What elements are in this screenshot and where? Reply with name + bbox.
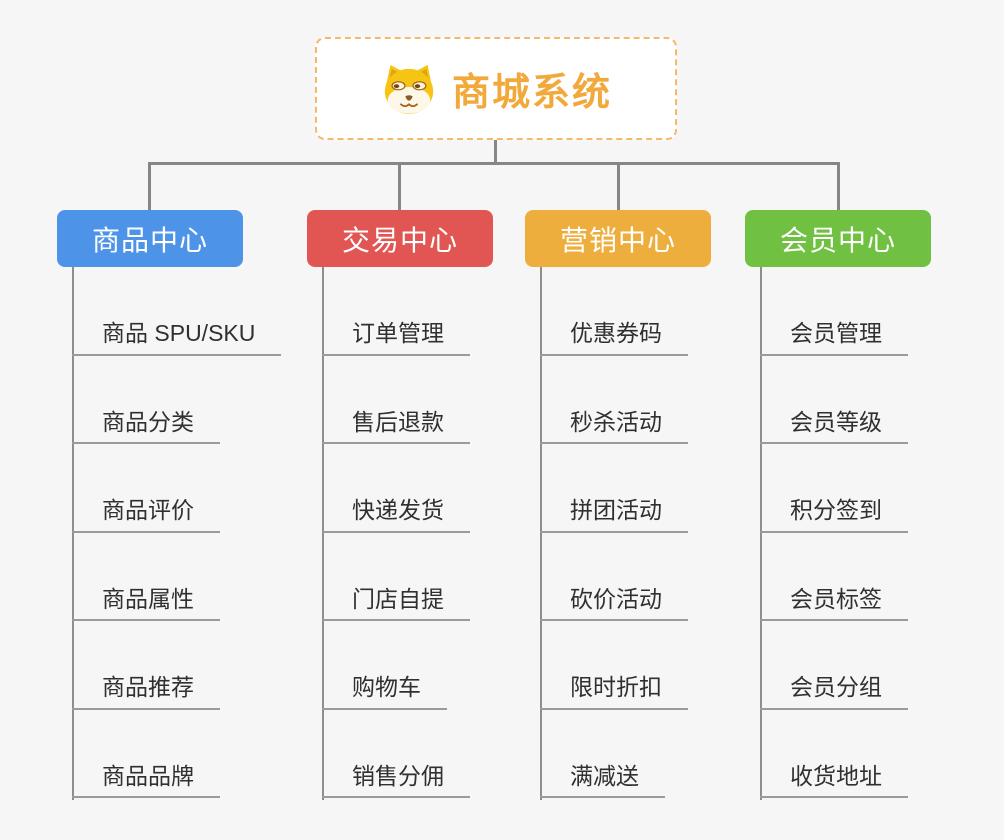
topic-item-label[interactable]: 砍价活动 bbox=[540, 586, 688, 621]
topic-item-label[interactable]: 商品属性 bbox=[72, 586, 220, 621]
topic-item: 积分签到 bbox=[760, 444, 908, 533]
topic-item: 门店自提 bbox=[322, 533, 470, 621]
column-stem bbox=[72, 267, 74, 800]
topic-item-label[interactable]: 售后退款 bbox=[322, 409, 470, 444]
topic-item-label[interactable]: 会员标签 bbox=[760, 586, 908, 621]
connector-drop bbox=[617, 162, 620, 211]
topic-item-label[interactable]: 商品推荐 bbox=[72, 674, 220, 710]
topic-item: 销售分佣 bbox=[322, 710, 470, 798]
dog-face-icon bbox=[384, 64, 434, 114]
root-topic-title: 商城系统 bbox=[451, 72, 612, 114]
topic-item-label[interactable]: 限时折扣 bbox=[540, 674, 688, 710]
root-topic-node[interactable]: 商城系统 bbox=[315, 37, 677, 140]
topic-item-label[interactable]: 会员管理 bbox=[760, 320, 908, 356]
topic-item-label[interactable]: 商品分类 bbox=[72, 409, 220, 444]
topic-item-label[interactable]: 门店自提 bbox=[322, 586, 470, 621]
topic-item-label[interactable]: 收货地址 bbox=[760, 763, 908, 798]
topic-item-label[interactable]: 商品评价 bbox=[72, 497, 220, 533]
topic-item: 商品分类 bbox=[72, 356, 281, 444]
topic-item-label[interactable]: 拼团活动 bbox=[540, 497, 688, 533]
topic-item: 收货地址 bbox=[760, 710, 908, 798]
topic-item: 购物车 bbox=[322, 621, 470, 710]
topic-item: 满减送 bbox=[540, 710, 688, 798]
connector-drop bbox=[837, 162, 840, 211]
column-stem bbox=[760, 267, 762, 800]
topic-item: 优惠券码 bbox=[540, 267, 688, 356]
topic-item-label[interactable]: 秒杀活动 bbox=[540, 409, 688, 444]
column-stem bbox=[322, 267, 324, 800]
branch-items-member-center: 会员管理 会员等级 积分签到 会员标签 会员分组 收货地址 bbox=[760, 267, 908, 798]
topic-item: 商品品牌 bbox=[72, 710, 281, 798]
topic-item-label[interactable]: 会员分组 bbox=[760, 674, 908, 710]
connector-drop bbox=[148, 162, 151, 211]
topic-item-label[interactable]: 商品品牌 bbox=[72, 763, 220, 798]
topic-item: 砍价活动 bbox=[540, 533, 688, 621]
branch-node-marketing-center[interactable]: 营销中心 bbox=[525, 210, 711, 267]
topic-item-label[interactable]: 会员等级 bbox=[760, 409, 908, 444]
branch-items-marketing-center: 优惠券码 秒杀活动 拼团活动 砍价活动 限时折扣 满减送 bbox=[540, 267, 688, 798]
connector-root-stem bbox=[494, 140, 497, 163]
topic-item: 会员等级 bbox=[760, 356, 908, 444]
branch-items-product-center: 商品 SPU/SKU 商品分类 商品评价 商品属性 商品推荐 商品品牌 bbox=[72, 267, 282, 798]
topic-item-label[interactable]: 购物车 bbox=[322, 674, 447, 710]
topic-item-label[interactable]: 订单管理 bbox=[322, 320, 470, 356]
topic-item: 限时折扣 bbox=[540, 621, 688, 710]
topic-item: 商品 SPU/SKU bbox=[72, 267, 282, 356]
topic-item-label[interactable]: 快递发货 bbox=[322, 497, 470, 533]
branch-node-trade-center[interactable]: 交易中心 bbox=[307, 210, 493, 267]
topic-item-label[interactable]: 积分签到 bbox=[760, 497, 908, 533]
connector-horizontal bbox=[148, 162, 840, 165]
topic-item-label[interactable]: 满减送 bbox=[540, 763, 665, 798]
topic-item: 售后退款 bbox=[322, 356, 470, 444]
connector-drop bbox=[398, 162, 401, 211]
topic-item-label[interactable]: 优惠券码 bbox=[540, 320, 688, 356]
column-stem bbox=[540, 267, 542, 800]
topic-item-label[interactable]: 商品 SPU/SKU bbox=[72, 320, 282, 356]
branch-items-trade-center: 订单管理 售后退款 快递发货 门店自提 购物车 销售分佣 bbox=[322, 267, 470, 798]
topic-item: 快递发货 bbox=[322, 444, 470, 533]
topic-item-label[interactable]: 销售分佣 bbox=[322, 763, 470, 798]
branch-node-member-center[interactable]: 会员中心 bbox=[745, 210, 931, 267]
topic-item: 商品推荐 bbox=[72, 621, 281, 710]
topic-item: 会员管理 bbox=[760, 267, 908, 356]
topic-item: 会员标签 bbox=[760, 533, 908, 621]
branch-node-product-center[interactable]: 商品中心 bbox=[57, 210, 243, 267]
topic-item: 秒杀活动 bbox=[540, 356, 688, 444]
topic-item: 商品属性 bbox=[72, 533, 281, 621]
topic-item: 会员分组 bbox=[760, 621, 908, 710]
topic-item: 商品评价 bbox=[72, 444, 281, 533]
topic-item: 订单管理 bbox=[322, 267, 470, 356]
topic-item: 拼团活动 bbox=[540, 444, 688, 533]
